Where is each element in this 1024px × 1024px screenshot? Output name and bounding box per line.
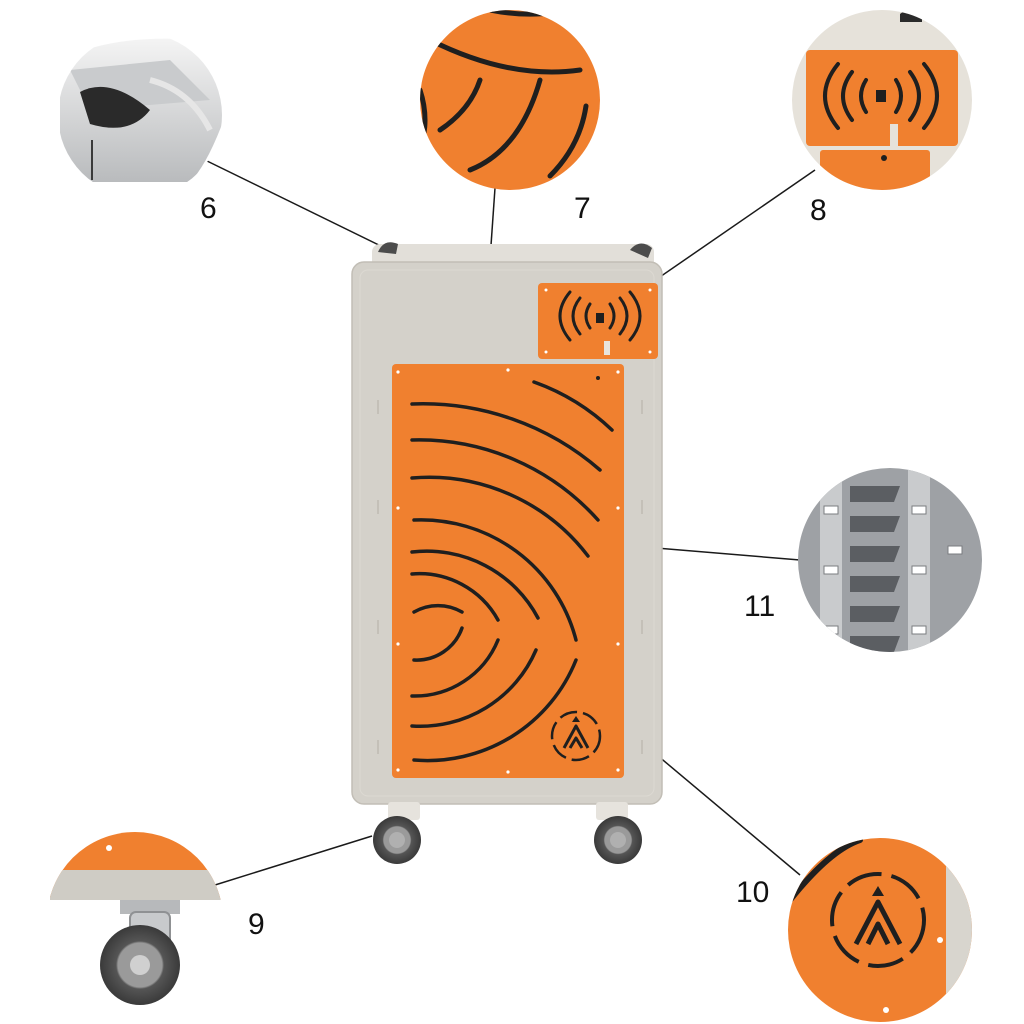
detail-circle-9 — [40, 820, 240, 1020]
leader-line-6 — [205, 160, 385, 248]
callout-label-7: 7 — [574, 194, 591, 224]
handle-left — [378, 242, 398, 254]
detail-circle-6 — [40, 20, 240, 220]
detail-circle-11 — [796, 466, 986, 656]
cabinet — [352, 242, 662, 864]
detail-circle-10 — [780, 830, 986, 1024]
detail-circle-8 — [790, 10, 980, 200]
leader-line-9 — [215, 836, 372, 885]
callout-label-10: 10 — [736, 878, 769, 908]
callout-label-6: 6 — [200, 194, 217, 224]
detail-circle-7 — [410, 0, 610, 200]
caster-wheels — [373, 802, 642, 864]
callout-label-8: 8 — [810, 196, 827, 226]
callout-label-9: 9 — [248, 910, 265, 940]
front-panel — [392, 364, 624, 778]
callout-label-11: 11 — [744, 592, 775, 622]
rfid-reader-panel — [538, 283, 658, 359]
leader-line-10 — [645, 745, 800, 875]
